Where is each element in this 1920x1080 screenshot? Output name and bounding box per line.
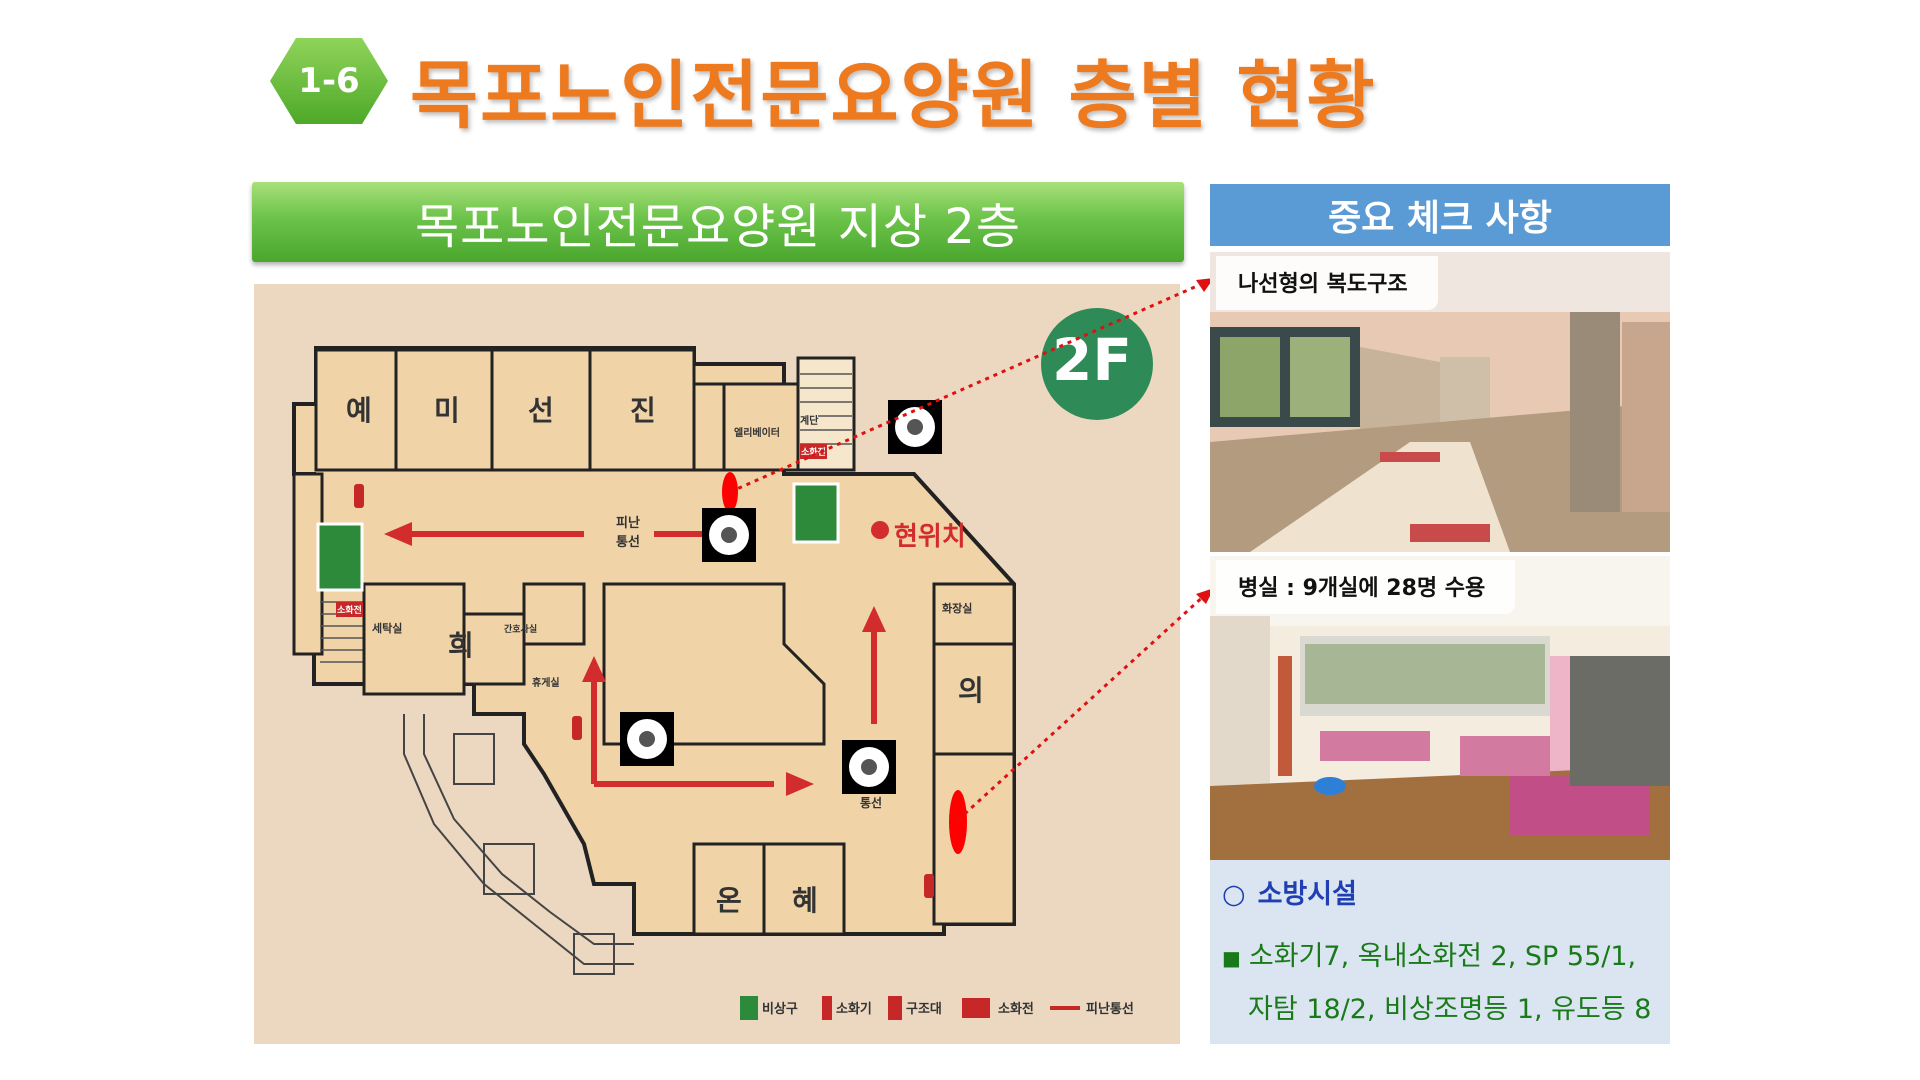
floor-banner: 목포노인전문요양원 지상 2층 [252, 182, 1184, 262]
corridor-photo: 나선형의 복도구조 [1210, 252, 1670, 552]
room-label: 선 [528, 394, 554, 427]
marker-ellipse [722, 472, 738, 512]
corridor-photo-caption: 나선형의 복도구조 [1216, 256, 1438, 310]
patient-room-photo: 병실 : 9개실에 28명 수용 [1210, 556, 1670, 860]
patient-room-photo-image [1210, 556, 1670, 860]
current-location-label: 현위치 [894, 522, 966, 552]
legend-item: 비상구 [762, 1002, 798, 1017]
page-title: 목포노인전문요양원 층별 현황 [410, 53, 1377, 139]
square-bullet-icon: ■ [1222, 946, 1241, 970]
check-heading: 중요 체크 사항 [1210, 184, 1670, 246]
hydrant-label: 소화전 [800, 444, 827, 459]
fire-facilities-line-text: 소화기7, 옥내소화전 2, SP 55/1, [1248, 941, 1637, 972]
patient-room-photo-caption: 병실 : 9개실에 28명 수용 [1216, 560, 1516, 614]
left-lower-rooms [362, 582, 586, 696]
fire-facilities-box: ○ 소방시설 ■ 소화기7, 옥내소화전 2, SP 55/1, 자탐 18/2, … [1210, 860, 1670, 1044]
floor-badge: 2F [1052, 326, 1132, 394]
legend-icons [740, 996, 1080, 1020]
room-label: 온 [716, 884, 742, 917]
exit-sign-icon [316, 482, 840, 592]
elevator-label: 엘리베이터 [734, 428, 780, 439]
fire-facilities-title: ○ 소방시설 [1222, 872, 1658, 911]
evac-label: 통선 [860, 796, 883, 810]
linen-label: 세탁실 [372, 622, 403, 635]
room-label: 의 [958, 674, 984, 707]
fire-facilities-line: 자탐 18/2, 비상조명등 1, 유도등 8 [1248, 994, 1652, 1025]
floor-plan-drawing [292, 308, 1153, 1020]
legend-item: 피난통선 [1086, 1002, 1134, 1017]
room-label: 진 [630, 394, 656, 427]
outdoor-walkway [403, 714, 634, 975]
fire-facilities-line: ■ 소화기7, 옥내소화전 2, SP 55/1, [1222, 931, 1658, 984]
legend-item: 구조대 [906, 1002, 942, 1017]
rest-label: 휴게실 [532, 678, 560, 689]
hydrant-label: 소화전 [336, 602, 363, 617]
room-label: 예 [346, 394, 372, 427]
nurse-label: 간호사실 [504, 625, 538, 635]
extinguisher-icon [354, 484, 934, 898]
room-label: 희 [448, 629, 474, 662]
evac-label: 피난 통선 [616, 516, 640, 550]
room-label: 미 [434, 394, 460, 427]
circle-bullet-icon: ○ [1222, 879, 1246, 910]
marker-ellipse [949, 790, 967, 854]
legend-item: 소화전 [998, 1002, 1034, 1017]
fire-facilities-title-text: 소방시설 [1257, 879, 1357, 910]
room-label: 혜 [792, 884, 818, 917]
toilet-label: 화장실 [942, 602, 973, 615]
center-block [602, 582, 826, 746]
stairs-label: 계단 [800, 412, 819, 427]
evacuation-routes [384, 522, 886, 796]
floor-plan: 예 미 선 진 희 의 온 혜 엘리베이터 계단 소화전 피난 통선 현위치 화… [254, 284, 1180, 1044]
section-number-badge: 1-6 [270, 38, 388, 124]
legend-item: 소화기 [836, 1002, 872, 1017]
current-location-dot [871, 521, 889, 539]
